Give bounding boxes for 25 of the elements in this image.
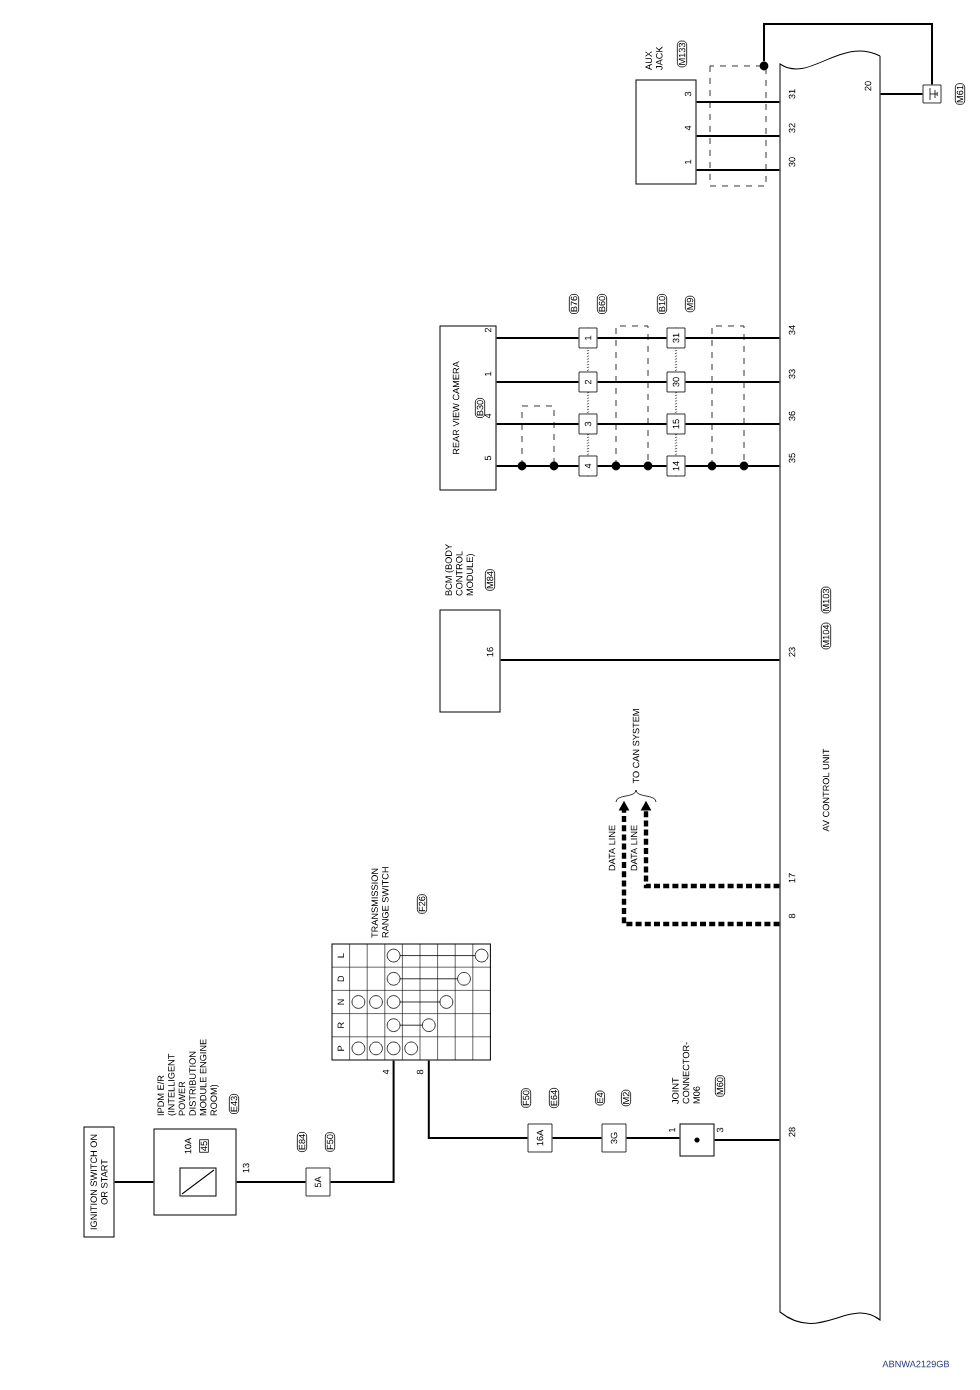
wire xyxy=(329,1059,395,1183)
wire xyxy=(713,1139,781,1141)
wire xyxy=(684,381,781,383)
wire xyxy=(695,135,781,137)
wire xyxy=(596,337,668,339)
wire xyxy=(763,23,933,86)
wire xyxy=(596,381,668,383)
wire xyxy=(495,337,580,339)
wire xyxy=(499,659,781,661)
wire xyxy=(684,465,781,467)
wire xyxy=(625,1137,681,1139)
wire xyxy=(596,423,668,425)
wire xyxy=(495,423,580,425)
wire xyxy=(551,1137,603,1139)
wire xyxy=(695,169,781,171)
wire xyxy=(596,465,668,467)
wire xyxy=(879,93,924,95)
wire xyxy=(113,1181,155,1183)
wire xyxy=(684,423,781,425)
wire xyxy=(235,1181,307,1183)
wire xyxy=(427,1059,529,1139)
wire xyxy=(495,465,580,467)
wire xyxy=(684,337,781,339)
wire xyxy=(495,381,580,383)
wire xyxy=(695,101,781,103)
